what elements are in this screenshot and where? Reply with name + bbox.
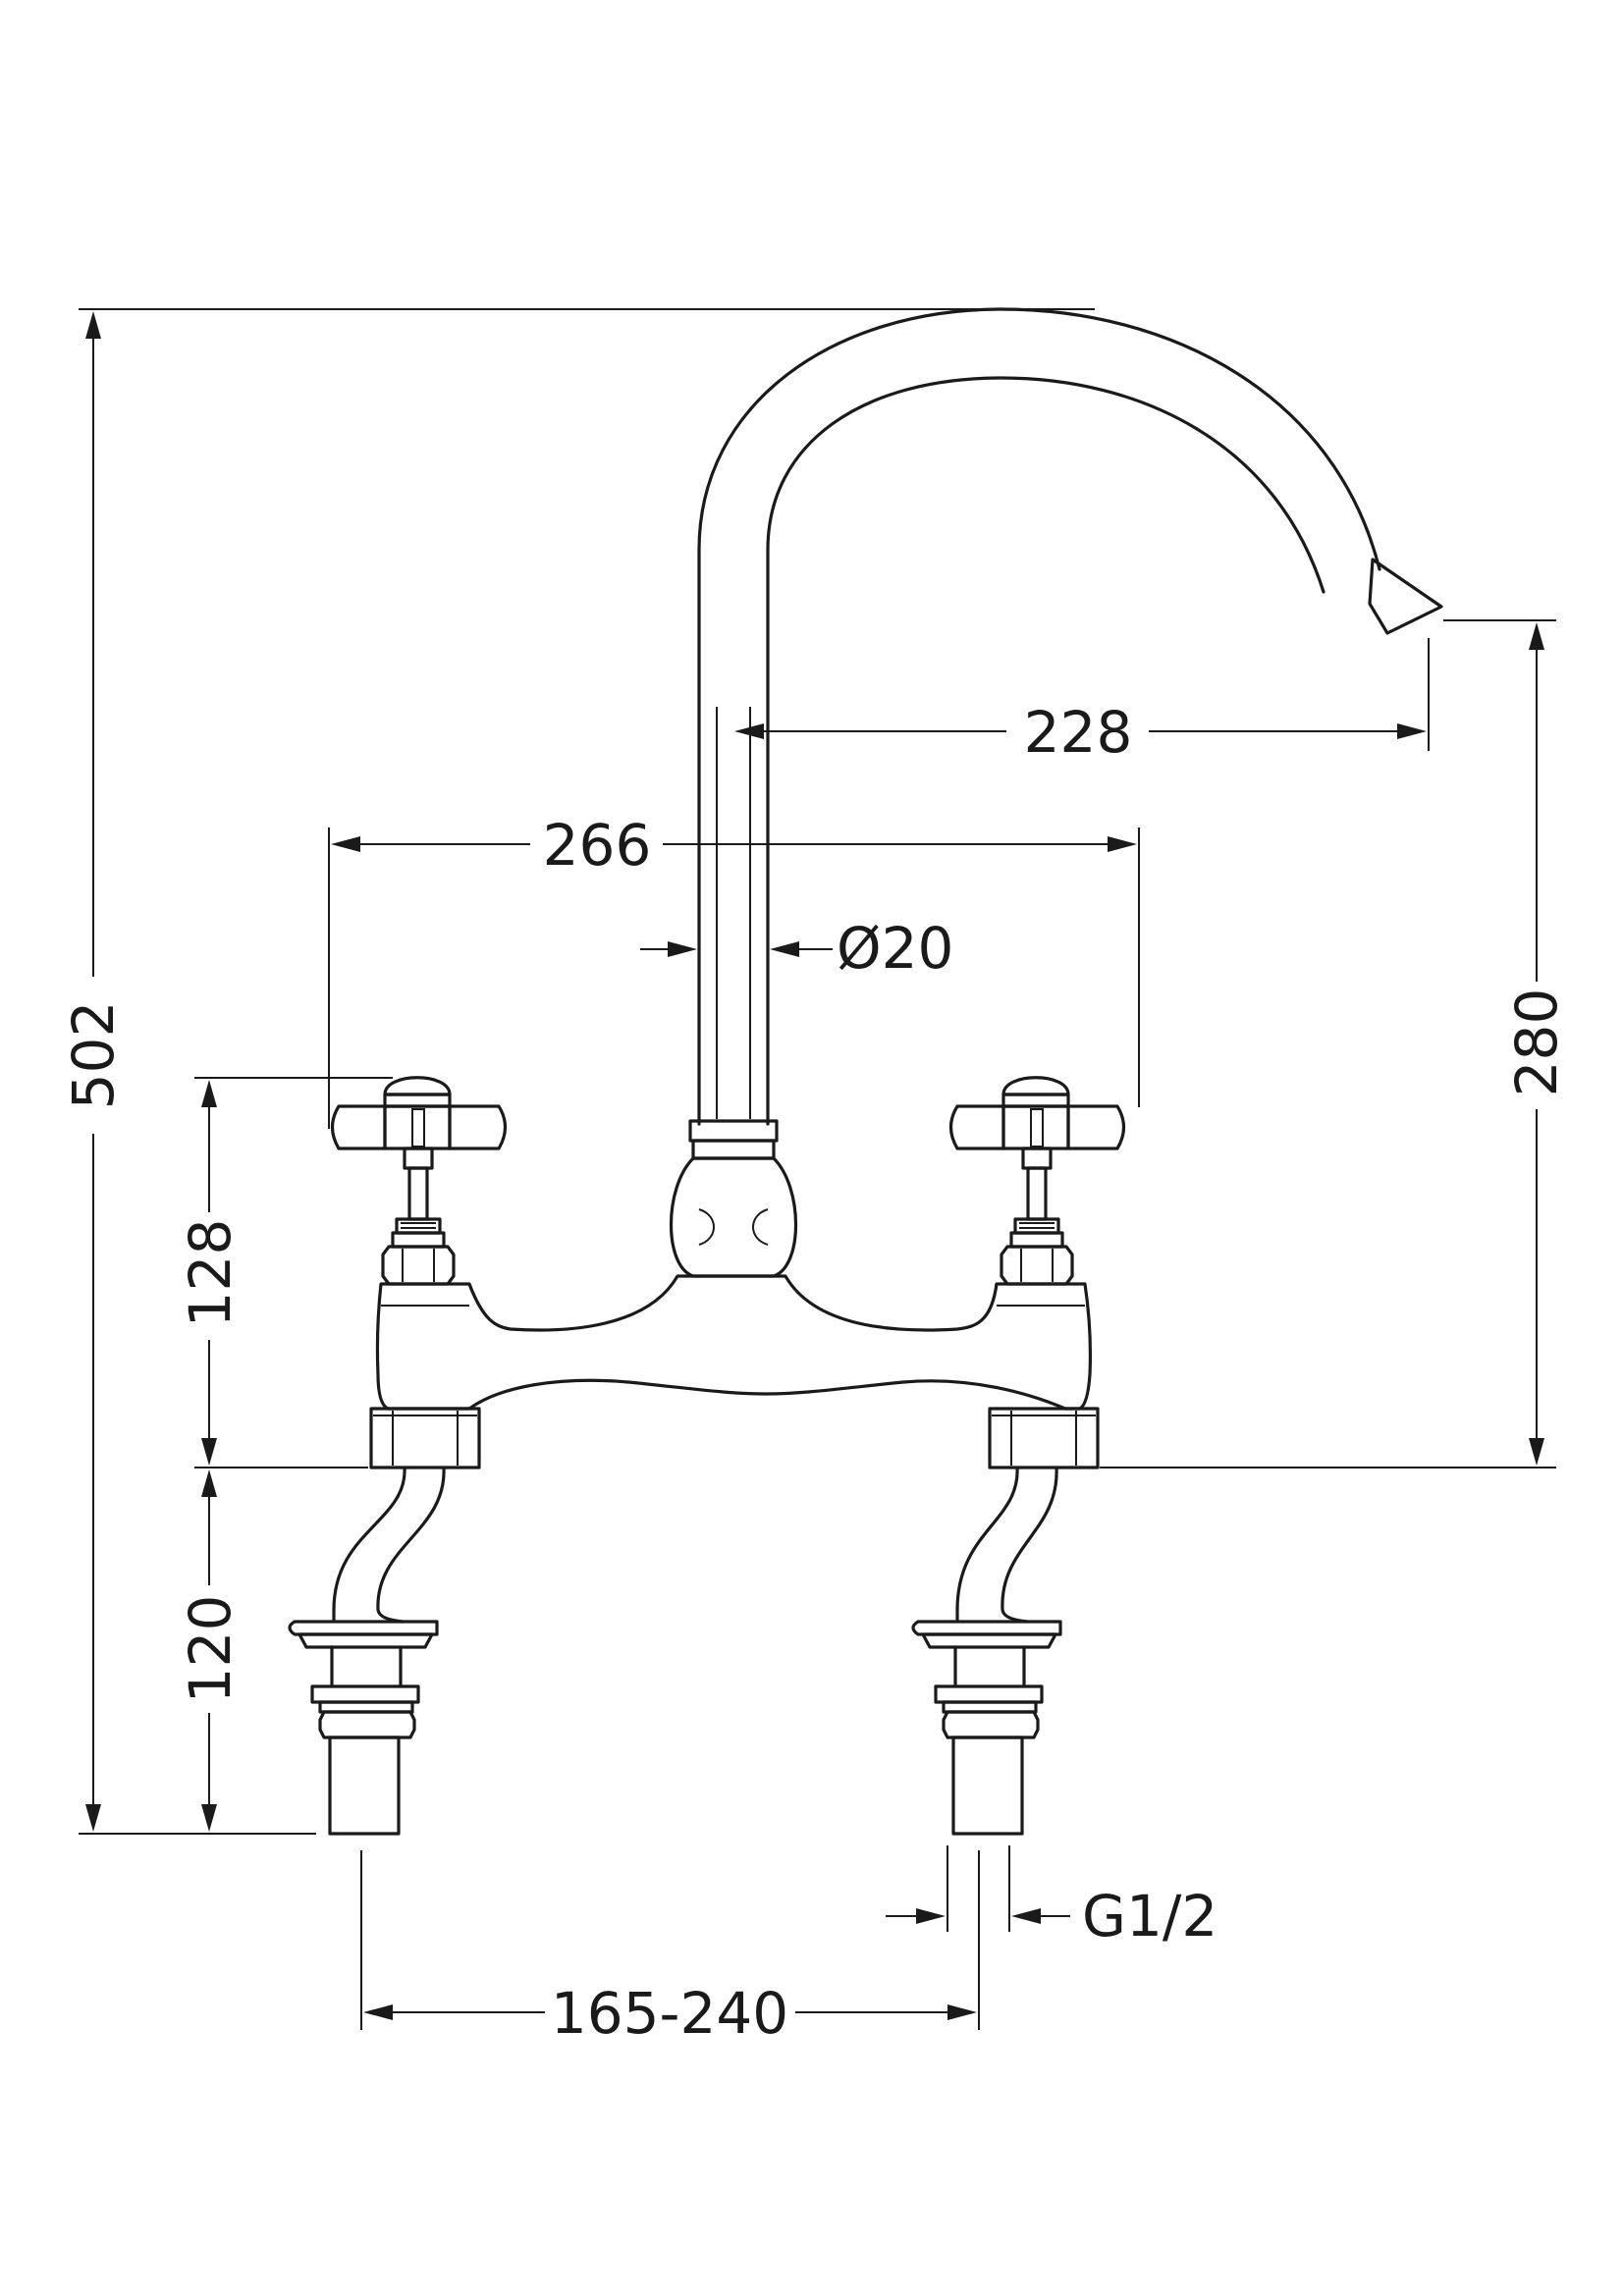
spout-aerator [1368, 558, 1443, 635]
dimension-overall-height: 502 [60, 308, 1095, 1835]
dimension-handle-height: 128 [177, 1077, 393, 1468]
dimension-tail-length: 120 [177, 1469, 243, 1832]
dimension-spout-reach: 228 [734, 638, 1430, 766]
right-handle-cap [1001, 1076, 1070, 1096]
dimension-handle-span: 266 [328, 812, 1140, 1129]
dimension-label-spout-diameter: Ø20 [837, 915, 953, 982]
dimension-thread: G1/2 [886, 1845, 1217, 1949]
dimension-label-centres: 165-240 [551, 1980, 788, 2047]
right-leg [911, 1407, 1100, 1836]
tap-outline [288, 307, 1443, 1836]
left-leg [288, 1407, 481, 1836]
dimension-label-spout-reach: 228 [1024, 699, 1133, 766]
dimension-label-handle-height: 128 [177, 1219, 243, 1328]
right-handle [948, 1076, 1126, 1286]
spout-collar [670, 1119, 797, 1278]
dimension-label-overall-height: 502 [60, 1001, 127, 1110]
bridge-body [375, 1274, 1093, 1411]
dimension-centres: 165-240 [360, 1850, 980, 2047]
dimension-label-tail-length: 120 [177, 1595, 243, 1704]
left-handle [330, 1076, 508, 1286]
dimension-label-handle-span: 266 [543, 812, 652, 879]
dimension-spout-height: 280 [1100, 619, 1570, 1468]
dimension-label-spout-height: 280 [1503, 988, 1570, 1097]
dimension-label-thread: G1/2 [1082, 1883, 1217, 1949]
dimension-spout-diameter: Ø20 [640, 915, 953, 982]
left-handle-cap [383, 1076, 452, 1096]
